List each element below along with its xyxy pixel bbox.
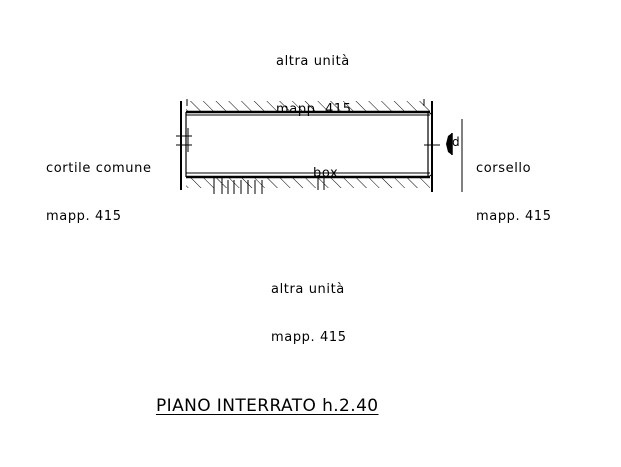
footing-marks: [213, 175, 325, 194]
label-north-line1: altra unità: [276, 54, 350, 69]
label-north: altra unità mapp. 415: [276, 22, 352, 134]
wall-south-hatch: [186, 178, 430, 188]
label-east-line1: corsello: [476, 161, 532, 176]
label-south-line2: mapp. 415: [271, 330, 347, 345]
drawing-title: PIANO INTERRATO h.2.40: [156, 396, 379, 416]
label-room: box: [313, 134, 338, 198]
door-jamb-top: [427, 111, 433, 119]
label-south: altra unità mapp. 415: [271, 250, 347, 362]
label-west: cortile comune mapp. 415: [46, 129, 152, 241]
wall-north-hatch: [186, 101, 430, 111]
label-west-line1: cortile comune: [46, 161, 152, 176]
label-east: corsello mapp. 415: [476, 129, 552, 241]
label-south-line1: altra unità: [271, 282, 345, 297]
label-west-line2: mapp. 415: [46, 209, 122, 224]
label-north-line2: mapp. 415: [276, 102, 352, 117]
door-mark-text: d: [452, 135, 461, 149]
door-mark-label: d: [452, 102, 461, 166]
label-room-text: box: [313, 166, 339, 181]
label-east-line2: mapp. 415: [476, 209, 552, 224]
door-symbol-icon: [446, 133, 452, 155]
door-jamb-bottom: [427, 170, 433, 178]
